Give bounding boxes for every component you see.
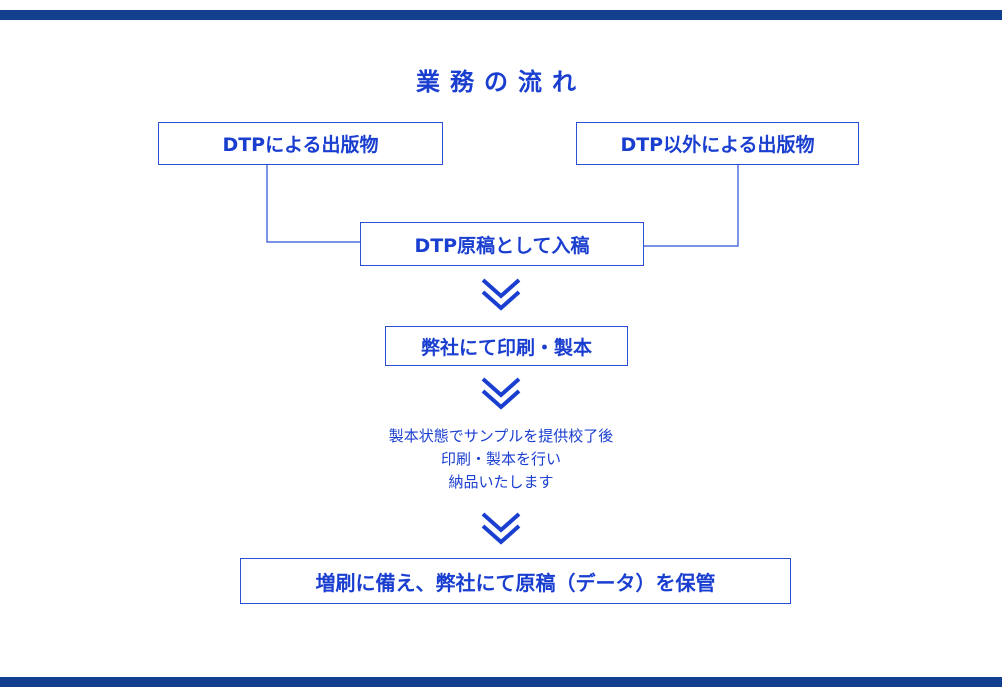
delivery-description: 製本状態でサンプルを提供校了後 印刷・製本を行い 納品いたします [0,425,1002,494]
description-line: 印刷・製本を行い [440,450,561,468]
description-line: 納品いたします [448,473,554,491]
printing-binding-box: 弊社にて印刷・製本 [385,326,628,366]
description-line: 製本状態でサンプルを提供校了後 [388,427,614,445]
data-storage-box: 増刷に備え、弊社にて原稿（データ）を保管 [240,558,791,604]
chevron-down-icon [481,377,521,410]
bottom-band [0,677,1002,687]
non-dtp-publication-box: DTP以外による出版物 [576,122,859,165]
top-band [0,10,1002,20]
chevron-down-icon [481,512,521,545]
connector-left [266,165,360,243]
chevron-down-icon [481,278,521,311]
dtp-publication-box: DTPによる出版物 [158,122,443,165]
dtp-submission-box: DTP原稿として入稿 [360,222,644,266]
diagram-title: 業務の流れ [416,68,586,96]
connector-right [644,165,739,247]
